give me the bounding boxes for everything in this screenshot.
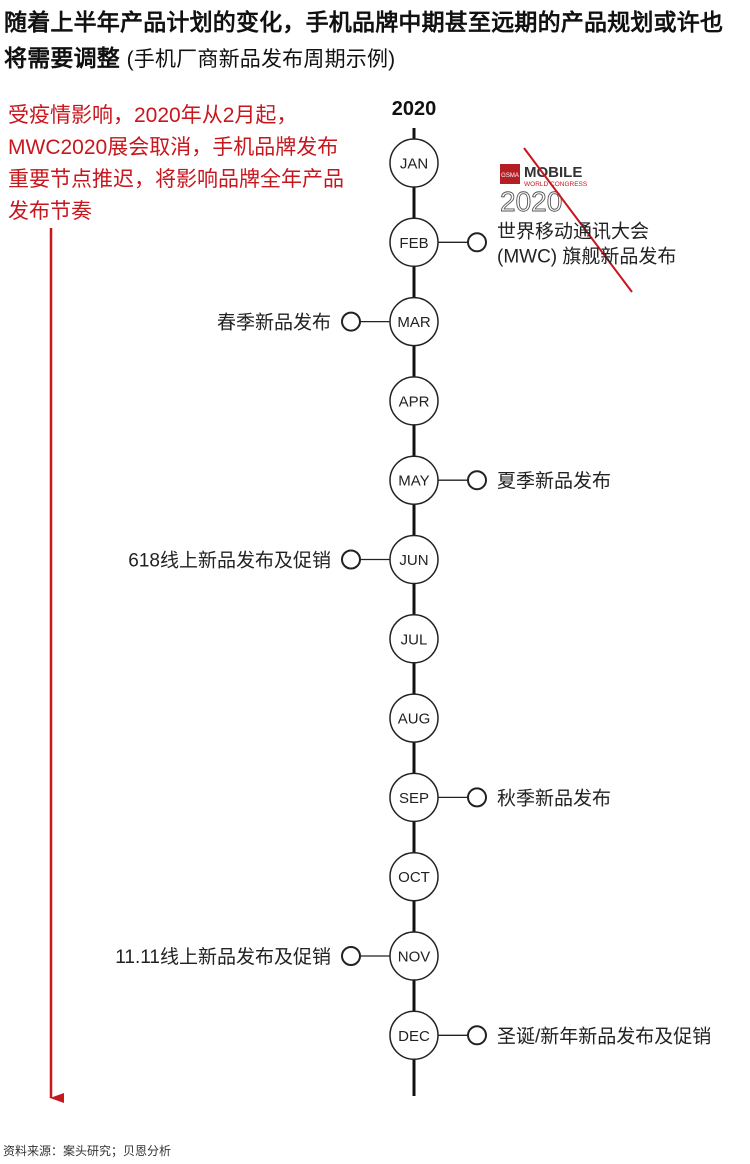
month-label: JAN xyxy=(400,156,428,173)
month-label: AUG xyxy=(398,711,431,728)
page-title: 随着上半年产品计划的变化，手机品牌中期甚至远期的产品规划或许也将需要调整 (手机… xyxy=(4,4,744,78)
mwc-2020-logo: GSMA MOBILE WORLD CONGRESS 2020 xyxy=(500,147,633,293)
event-label: 11.11线上新品发布及促销 xyxy=(115,946,331,968)
month-circle xyxy=(389,693,439,743)
event-label: 圣诞/新年新品发布及促销 xyxy=(497,1025,711,1047)
event-label: (MWC) 旗舰新品发布 xyxy=(497,245,676,267)
month-node-mar: MAR xyxy=(389,296,439,347)
month-node-sep: SEP xyxy=(389,772,439,823)
mwc-logo-line2: WORLD CONGRESS xyxy=(524,181,588,188)
event-6-nov: 11.11线上新品发布及促销 xyxy=(115,946,390,968)
event-label: 夏季新品发布 xyxy=(497,470,611,492)
event-dot xyxy=(341,549,361,570)
month-label: MAY xyxy=(398,473,429,490)
month-circle xyxy=(389,376,439,426)
event-dot xyxy=(467,232,487,253)
event-label: 秋季新品发布 xyxy=(497,787,611,809)
month-label: DEC xyxy=(398,1028,430,1045)
month-label: NOV xyxy=(398,949,431,966)
event-dot xyxy=(467,787,487,808)
event-5-sep: 秋季新品发布 xyxy=(438,787,611,809)
month-label: OCT xyxy=(398,869,430,886)
month-node-may: MAY xyxy=(389,455,439,505)
source-footnote: 资料来源：案头研究；贝恩分析 xyxy=(3,1144,172,1158)
month-node-feb: FEB xyxy=(389,217,439,268)
event-label: 618线上新品发布及促销 xyxy=(128,550,331,572)
mwc-logo-line1: MOBILE xyxy=(524,164,582,181)
month-label: JUL xyxy=(401,631,428,648)
mwc-cancelled-strike xyxy=(523,147,633,293)
event-7-dec: 圣诞/新年新品发布及促销 xyxy=(438,1025,711,1047)
month-label: FEB xyxy=(399,235,428,252)
event-label: 春季新品发布 xyxy=(217,312,331,334)
event-4-jun: 618线上新品发布及促销 xyxy=(128,549,390,572)
title-subtitle: (手机厂商新品发布周期示例) xyxy=(126,48,396,71)
month-circle xyxy=(389,614,439,664)
month-node-apr: APR xyxy=(389,376,439,426)
event-3-may: 夏季新品发布 xyxy=(438,470,611,492)
event-dot xyxy=(341,946,361,966)
gsma-badge-icon xyxy=(500,164,520,184)
year-label: 2020 xyxy=(391,98,437,120)
month-node-jan: JAN xyxy=(389,138,439,188)
month-node-nov: NOV xyxy=(389,931,439,981)
title-main: 随着上半年产品计划的变化，手机品牌中期甚至远期的产品规划或许也将需要调整 xyxy=(4,9,724,71)
event-label: 世界移动通讯大会 xyxy=(497,220,649,242)
event-dot xyxy=(341,311,361,332)
month-label: SEP xyxy=(399,790,429,807)
gsma-badge-text: GSMA xyxy=(501,173,519,179)
month-label: MAR xyxy=(397,314,431,331)
month-node-jul: JUL xyxy=(389,614,439,664)
month-node-aug: AUG xyxy=(389,693,439,743)
month-node-oct: OCT xyxy=(389,851,439,902)
month-label: JUN xyxy=(399,552,428,569)
epidemic-impact-note: 受疫情影响，2020年从2月起，MWC2020展会取消，手机品牌发布重要节点推迟… xyxy=(8,104,344,223)
event-2-mar: 春季新品发布 xyxy=(217,311,390,334)
mwc-logo-line3: 2020 xyxy=(500,186,562,217)
month-circle xyxy=(389,851,439,902)
event-dot xyxy=(467,470,487,491)
month-label: APR xyxy=(399,393,430,410)
month-circle xyxy=(389,138,439,188)
month-node-jun: JUN xyxy=(389,534,439,585)
event-1-feb: 世界移动通讯大会 (MWC) 旗舰新品发布 xyxy=(438,220,676,267)
month-node-dec: DEC xyxy=(389,1010,439,1061)
event-dot xyxy=(467,1025,487,1046)
